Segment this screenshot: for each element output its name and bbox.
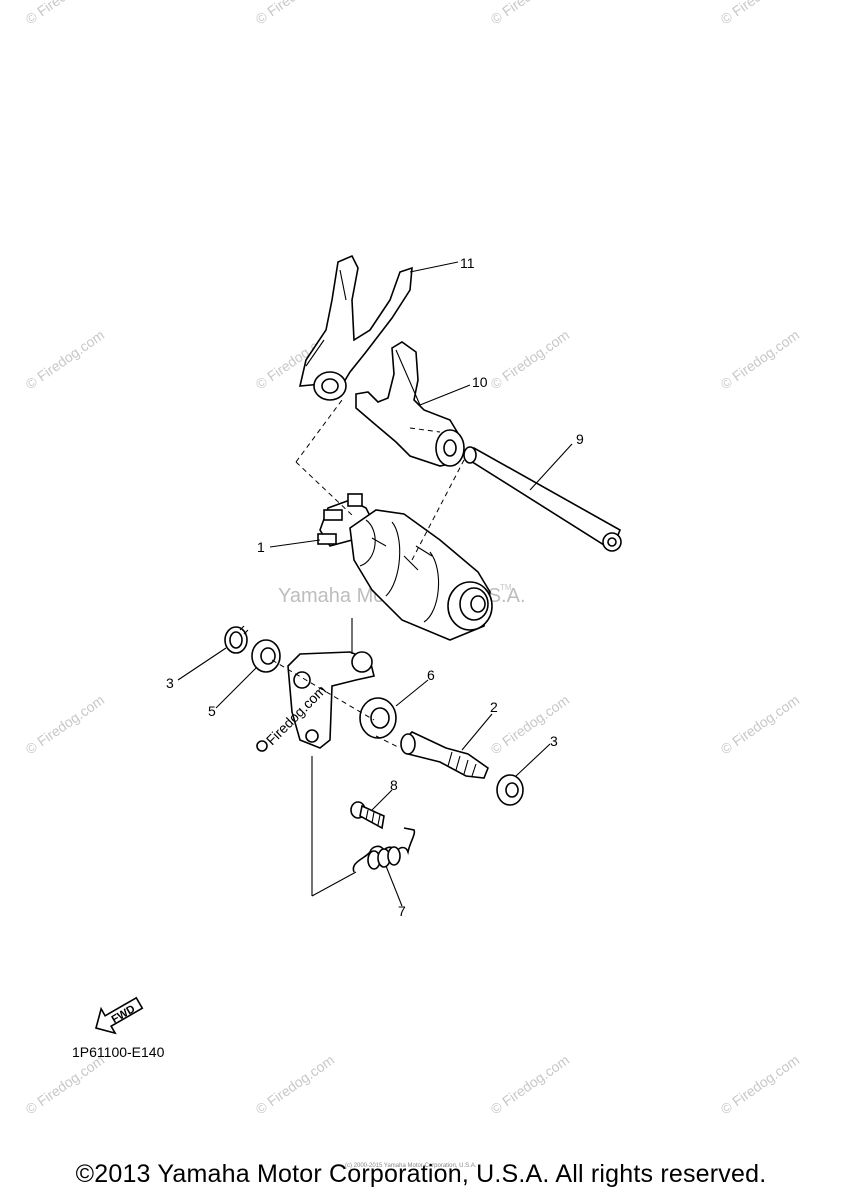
part-8-bolt <box>350 801 385 830</box>
tiny-footer-text: (c) 2000-2015 Yamaha Motor Corporation, … <box>345 1163 477 1169</box>
watermark-text: © Firedog.com <box>488 692 573 758</box>
part-10-shift-fork <box>355 341 465 467</box>
part-6-washer-right <box>359 697 397 739</box>
watermark-text: © Firedog.com <box>488 0 573 27</box>
callout-10: 10 <box>472 374 488 390</box>
watermark-text: © Firedog.com <box>23 0 108 27</box>
part-7-spring <box>352 827 416 873</box>
part-2-bolt <box>400 731 489 779</box>
part-1-shift-drum <box>317 493 493 641</box>
copyright-footer: ©2013 Yamaha Motor Corporation, U.S.A. A… <box>75 1160 767 1188</box>
watermark-text: © Firedog.com <box>253 0 338 27</box>
watermark-text: © Firedog.com <box>488 1052 573 1118</box>
watermark-text: © Firedog.com <box>718 0 803 27</box>
part-3-washer <box>496 774 524 806</box>
fwd-label: FWD <box>110 1003 138 1026</box>
callout-1: 1 <box>257 539 265 555</box>
callout-6-left: 5 <box>208 703 216 719</box>
part-6-washer-left <box>251 639 281 673</box>
callout-9: 9 <box>576 431 584 447</box>
center-watermark-mark: TM <box>500 583 512 592</box>
watermark-text: © Firedog.com <box>253 1052 338 1118</box>
watermark-text: © Firedog.com <box>23 1052 108 1118</box>
callout-3: 3 <box>550 733 558 749</box>
callout-8: 8 <box>390 777 398 793</box>
callout-2: 2 <box>490 699 498 715</box>
callouts: 11 10 9 1 3 5 6 2 3 3 8 7 <box>166 255 584 919</box>
part-11-shift-fork <box>298 254 413 401</box>
callout-11: 11 <box>460 255 475 271</box>
watermark-text: © Firedog.com <box>718 327 803 393</box>
callout-6-right: 6 <box>427 667 435 683</box>
callout-7: 7 <box>398 903 406 919</box>
watermark-text: © Firedog.com <box>718 1052 803 1118</box>
assembly-lines <box>271 399 465 897</box>
callout-5: 3 <box>166 675 174 691</box>
watermark-text: © Firedog.com <box>23 692 108 758</box>
watermark-text: © Firedog.com <box>718 692 803 758</box>
part-5-circlip <box>224 625 249 654</box>
watermark-text: © Firedog.com <box>488 327 573 393</box>
watermark-text: © Firedog.com <box>23 327 108 393</box>
leader-lines <box>177 261 573 907</box>
fwd-arrow: FWD <box>95 996 144 1035</box>
part-9-guide-bar <box>463 446 622 552</box>
part-code: 1P61100-E140 <box>72 1044 165 1060</box>
